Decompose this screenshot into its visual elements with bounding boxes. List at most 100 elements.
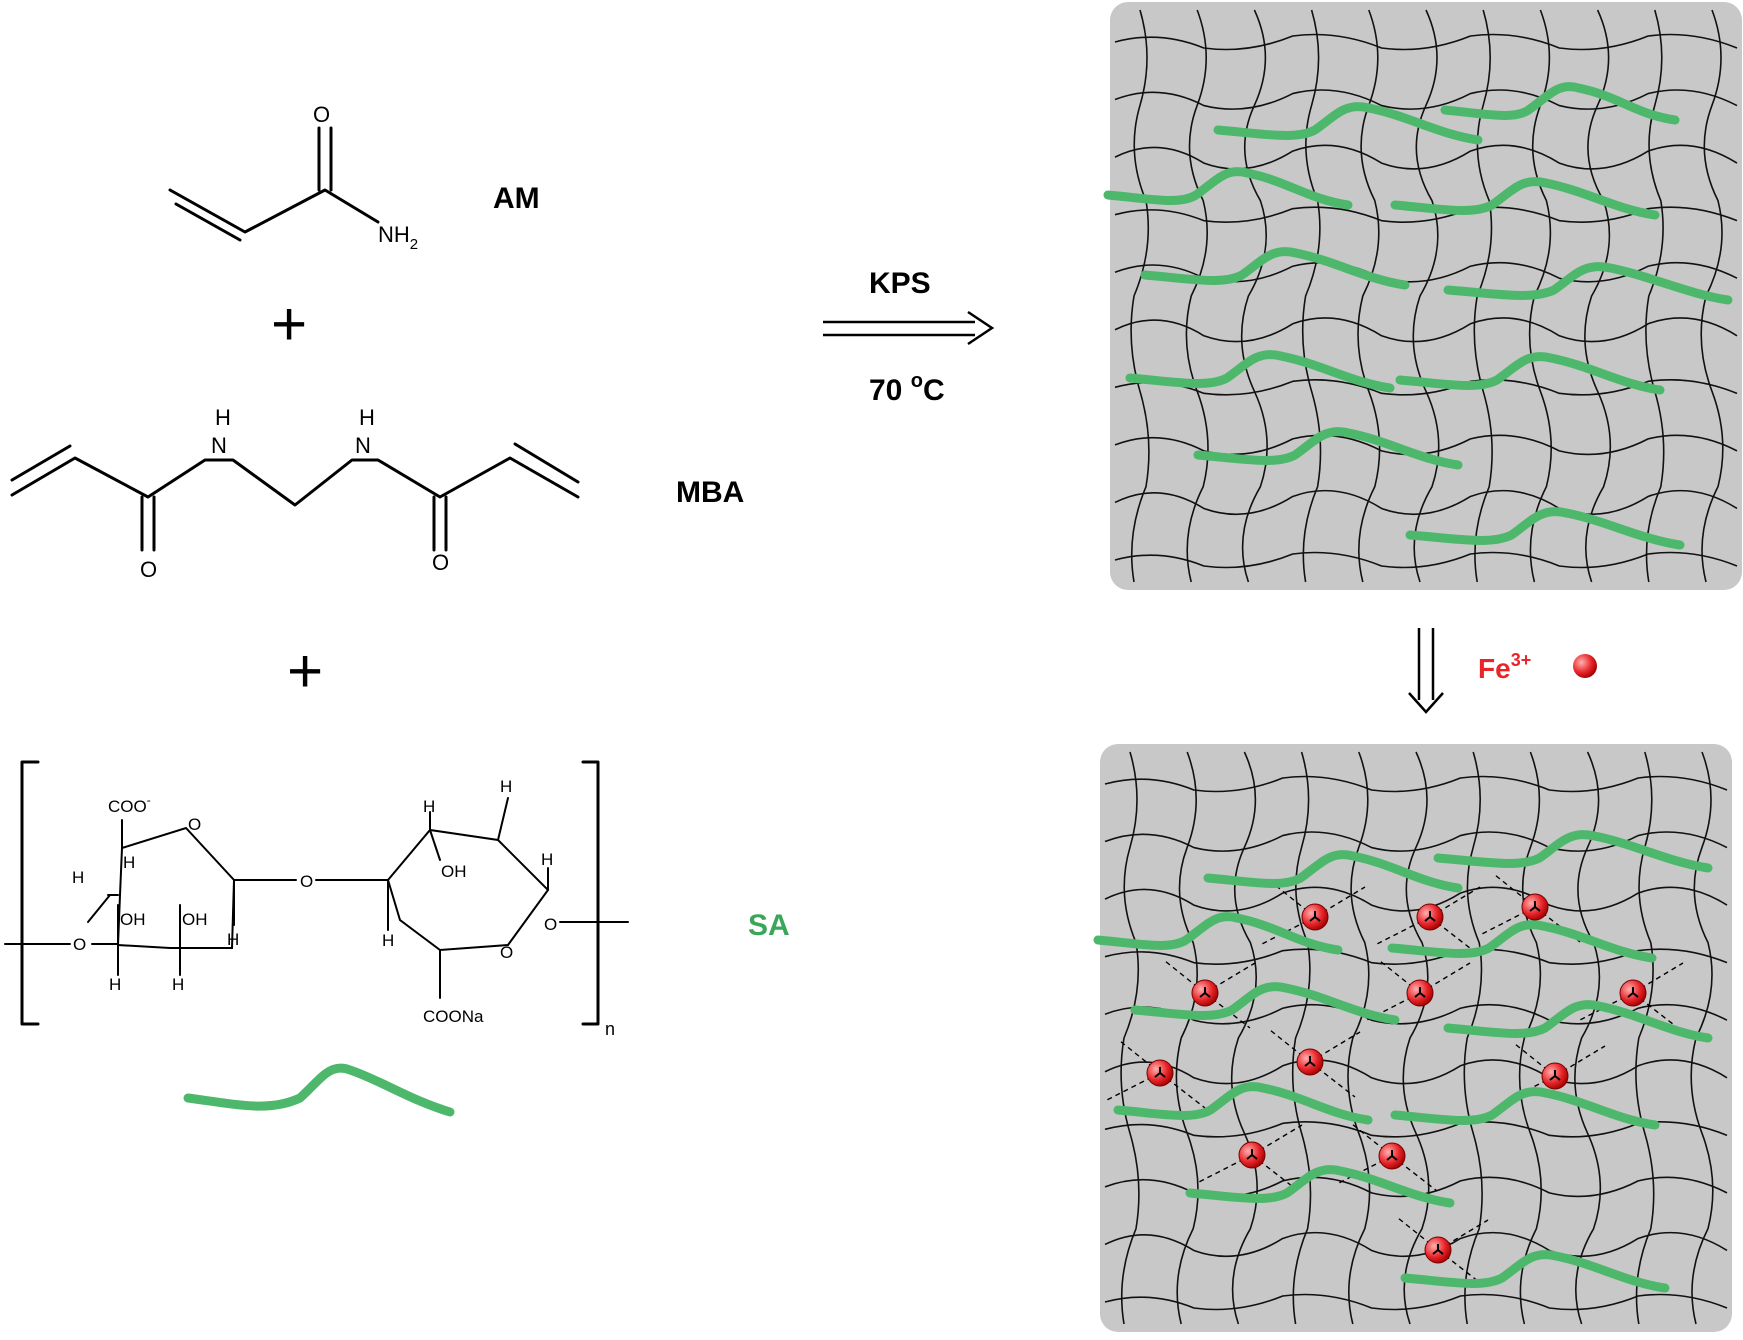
reaction-arrow: KPS 70 oC: [823, 267, 995, 407]
am-backbone-bond: [168, 188, 380, 234]
network-strand: [1114, 317, 1738, 343]
mba-vinyl-left-double-bond: [10, 444, 72, 482]
arrow-head: [967, 310, 995, 346]
sa-terminal-oxygen: O: [73, 935, 86, 954]
alginate-chains: [1093, 830, 1713, 1293]
coordination-center-icon: [1432, 1244, 1444, 1255]
coordination-center-icon: [1309, 911, 1321, 922]
alginate-chain: [1185, 1165, 1455, 1208]
sa-ring-oxygen-1: O: [188, 815, 201, 834]
mba-backbone-bond: [10, 456, 580, 507]
alginate-chain: [1125, 350, 1395, 393]
network-strand: [1240, 9, 1268, 583]
sa-left-ring: [116, 826, 236, 949]
temperature-label: 70 oC: [869, 370, 945, 407]
alginate-chain: [1390, 1087, 1660, 1130]
mba-structure: H N H N O O MBA: [10, 405, 744, 582]
am-label: AM: [493, 182, 540, 215]
sa-left-ring-c4-o: [87, 894, 111, 923]
network-strand: [1185, 9, 1209, 583]
network-strand: [1230, 751, 1258, 1325]
network-strand: [1104, 831, 1728, 852]
mba-n-right: N: [355, 433, 371, 458]
sa-hydroxyl-2: OH: [182, 910, 208, 929]
fe-ion-crosslinks: [1146, 893, 1647, 1264]
mba-o-left: O: [140, 557, 157, 582]
mba-n-left: N: [211, 433, 227, 458]
am-amine-group: NH2: [378, 222, 418, 253]
network-strand: [1104, 886, 1728, 912]
network-strand: [1114, 489, 1738, 516]
sa-right-ring-oh-bond: [429, 829, 441, 861]
network-strand: [1104, 775, 1728, 793]
sa-right-ring: [387, 828, 550, 952]
alginate-chain-legend: [183, 1063, 455, 1117]
alginate-chain: [1140, 247, 1410, 290]
network-strand: [1645, 9, 1665, 583]
hydrogel-network-panel: [1110, 2, 1742, 590]
ion-addition-arrow: Fe3+: [1408, 628, 1597, 714]
network-strand: [1412, 9, 1440, 583]
sa-right-bracket: [581, 760, 600, 1026]
sa-hydrogen: H: [423, 797, 435, 816]
crosslinked-hydrogel-panel: [1100, 744, 1732, 1332]
sa-hydrogen: H: [172, 975, 184, 994]
sa-right-ring-h-top-2: [497, 797, 509, 841]
network-strand: [1130, 9, 1150, 583]
network-strand: [1114, 144, 1738, 170]
sa-hydrogen: H: [541, 850, 553, 869]
sa-hydrogen: H: [72, 868, 84, 887]
network-strand: [1463, 751, 1483, 1325]
mba-h-right: H: [359, 405, 375, 430]
mba-h-left: H: [215, 405, 231, 430]
sa-structure: n COO- O O OH OH O OH O O COONa H: [4, 760, 790, 1117]
coordination-center-icon: [1414, 987, 1426, 998]
alginate-chain: [1405, 507, 1685, 550]
mba-o-right: O: [432, 550, 449, 575]
network-strand: [1104, 1231, 1728, 1257]
am-vinyl-double-bond: [174, 202, 242, 242]
sa-repeat-subscript: n: [605, 1019, 615, 1039]
sa-hydroxyl-1: OH: [120, 910, 146, 929]
coordination-center-icon: [1246, 1149, 1258, 1160]
mba-label: MBA: [676, 476, 744, 509]
sa-bridge-oxygen: O: [300, 872, 313, 891]
alginate-chain: [1440, 82, 1680, 125]
plus-sign-2: +: [287, 637, 323, 706]
coordination-center-icon: [1386, 1150, 1398, 1161]
coordination-center-icon: [1199, 987, 1211, 998]
network-strand: [1402, 751, 1430, 1325]
alginate-chain: [1433, 830, 1713, 873]
sa-hydrogen: H: [382, 931, 394, 950]
alginate-chain: [1113, 1082, 1373, 1125]
alginate-chain: [1103, 167, 1353, 210]
am-structure: O NH2 AM: [168, 102, 540, 253]
coordination-center-icon: [1627, 987, 1639, 998]
sa-hydrogen: H: [109, 975, 121, 994]
fe-ion-sphere: [1573, 654, 1597, 678]
network-strand: [1114, 33, 1738, 51]
alginate-chain: [1203, 850, 1463, 893]
coordination-center-icon: [1549, 1070, 1561, 1081]
coordination-center-icon: [1154, 1067, 1166, 1078]
sa-hydroxyl-3: OH: [441, 862, 467, 881]
sa-left-bracket: [20, 760, 40, 1026]
fe-ion-label: Fe3+: [1478, 650, 1531, 684]
coordination-center-icon: [1529, 901, 1541, 912]
network-strand: [1584, 9, 1612, 583]
plus-sign-1: +: [271, 290, 307, 359]
sa-terminal-oxygen-right: O: [544, 915, 557, 934]
alginate-chain: [1395, 352, 1665, 395]
network-strand: [1104, 1121, 1728, 1138]
sa-hydrogen: H: [123, 853, 135, 872]
network-strand: [1104, 1293, 1728, 1311]
sa-hydrogen: H: [227, 930, 239, 949]
mba-vinyl-right-double-bond: [513, 442, 580, 484]
alginate-chain: [1193, 427, 1463, 470]
alginate-chain: [1213, 102, 1483, 145]
network-strand: [1104, 1059, 1728, 1085]
network-strand: [1518, 751, 1542, 1325]
alginate-chain: [1390, 177, 1660, 220]
